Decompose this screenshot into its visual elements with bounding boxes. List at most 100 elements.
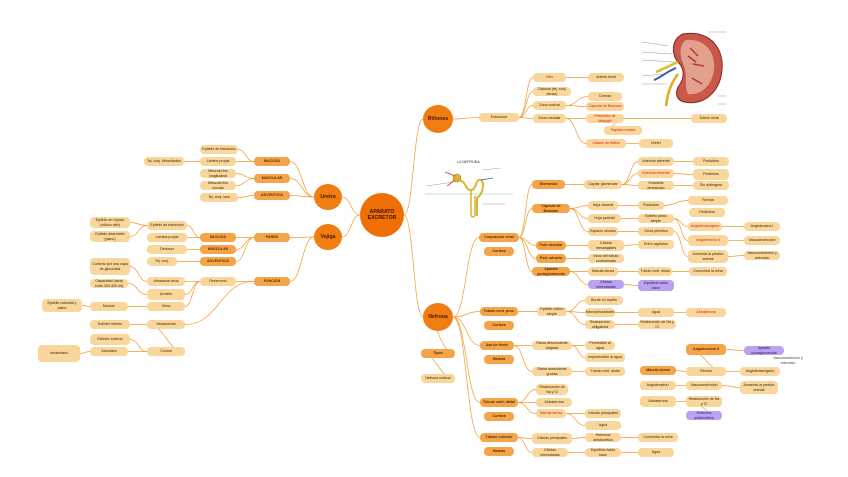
node-equilibrio[interactable]: Equilibrio ácido base: [585, 448, 621, 457]
node-uretra-fibro[interactable]: Tej. conj. fibroelástico: [144, 157, 184, 166]
node-corteza2[interactable]: Corteza: [484, 321, 514, 330]
node-reabsorcion-na1[interactable]: Reabsorción de Na y Cl: [638, 320, 676, 329]
node-yuxtaglomerular[interactable]: Aparato yuxtaglomerular: [532, 267, 570, 276]
node-calices[interactable]: Cálices de Bellini: [586, 139, 626, 148]
node-impermeable[interactable]: Impermeable al agua: [585, 353, 625, 362]
node-arteriola-eferente[interactable]: Arteriola eferente: [638, 169, 674, 178]
node-vejiga-distendido[interactable]: Epitelio distendido (plano): [90, 231, 130, 242]
node-reabsorcion-na[interactable]: Reabsorción de Na y Cl: [536, 384, 568, 395]
node-tubulo-colector[interactable]: Túbulo colector: [480, 433, 518, 442]
node-asa-henle[interactable]: Asa de Henle: [480, 341, 514, 350]
node-concentra[interactable]: Concentra la orina: [638, 433, 678, 442]
node-aldosterona[interactable]: Aldosterona: [536, 398, 572, 407]
node-celulas-intercaladas-top[interactable]: Células intercaladas: [588, 280, 624, 289]
node-vejiga-miccion[interactable]: Micción: [90, 302, 128, 311]
node-vejiga-funcion[interactable]: FUNCIÓN: [254, 277, 290, 286]
node-tubulo-distal-asa[interactable]: Túbulo cont. distal: [585, 367, 625, 376]
node-uretra-musculo-liso[interactable]: Músculo liso longitudinal: [200, 169, 236, 178]
node-vejiga-lamina[interactable]: Lámina propia: [147, 233, 187, 242]
node-aumenta-presion[interactable]: Aumenta la presión arterial: [688, 250, 728, 263]
node-orina-primitiva[interactable]: Orina primitiva: [638, 227, 674, 236]
node-adh[interactable]: Hormona antidiurética: [585, 433, 621, 442]
node-vejiga-adventicia[interactable]: ADVENTICIA: [200, 257, 236, 266]
node-vejiga-urotelio[interactable]: Urotelio: [147, 289, 185, 300]
node-vejiga-muscular[interactable]: MUSCULAR: [200, 245, 236, 254]
node-adh-cluster[interactable]: Hormona antidiurética: [686, 411, 722, 420]
node-hoja-visceral[interactable]: Hoja visceral: [588, 201, 618, 210]
node-tipos[interactable]: Tipos: [421, 349, 455, 358]
hub-uretra[interactable]: Uretra: [314, 184, 342, 210]
node-podocitos-top[interactable]: Podocitos: [693, 157, 729, 166]
node-uretra-lamina[interactable]: Lámina propia: [200, 157, 236, 166]
node-equilibrio-top[interactable]: Equilibrio ácido base: [638, 280, 674, 291]
node-pedicelos[interactable]: Pedicelos: [689, 208, 725, 217]
node-espacio-urinario[interactable]: Espacio urinario: [588, 227, 618, 236]
node-angiotensinogeno[interactable]: Angiotensinógeno: [688, 222, 722, 231]
node-vejiga-pared[interactable]: PARED: [254, 233, 290, 242]
node-vejiga-esf-ext[interactable]: Esfínter externo: [90, 334, 130, 345]
node-agua-colector[interactable]: Agua: [638, 448, 674, 457]
node-vejiga-reservorio[interactable]: Reservorio: [200, 277, 236, 286]
node-vejiga-epitelio-cub[interactable]: Epitelio cuboidal y plano: [42, 299, 82, 312]
node-ureter[interactable]: Uréter: [639, 139, 673, 148]
node-vejiga-tej[interactable]: Tej. conj.: [147, 257, 177, 266]
node-angiotensinogeno-cluster[interactable]: Angiotensinógeno: [740, 367, 780, 376]
node-corteza3[interactable]: Corteza: [484, 412, 514, 421]
node-tubulo-renal[interactable]: Tubulo renal: [691, 114, 727, 123]
node-angiotensina2[interactable]: Angiotensina II: [688, 235, 728, 246]
node-capsula-bowman-r[interactable]: Cápsula de Bowman: [586, 102, 624, 111]
node-papilas[interactable]: Papilas renales: [604, 126, 642, 135]
node-uretra-tej-conj[interactable]: Tej. conj. laxo: [200, 193, 238, 202]
node-zona-cortical[interactable]: Zona cortical: [533, 101, 566, 110]
node-endotelio[interactable]: Endotelio fenestrado: [638, 181, 674, 190]
node-rama-descendente[interactable]: Rama descendente delgada: [532, 341, 572, 350]
node-capsula-bowman[interactable]: Cápsula de Bowman: [532, 204, 570, 213]
node-vejiga-orina[interactable]: Orina: [147, 302, 185, 311]
hub-nefrona[interactable]: Nefrona: [423, 303, 453, 331]
node-sin-diafragma[interactable]: Sin diafragma: [693, 181, 729, 190]
node-uretra-mucosa[interactable]: MUCOSA: [254, 157, 290, 166]
node-capilar-glom[interactable]: Capilar glomerular: [584, 180, 622, 189]
node-corteza[interactable]: Corteza: [588, 92, 622, 101]
node-polo-vascular[interactable]: Polo vascular: [536, 241, 566, 250]
node-celulas-principales-d[interactable]: Células principales: [585, 409, 621, 418]
node-ppt-mineral[interactable]: Vasoconstricción y retención: [744, 251, 780, 260]
node-uretra-adventicia[interactable]: ADVENTICIA: [254, 191, 290, 200]
node-vejiga-involuntario[interactable]: Involuntario: [38, 345, 80, 362]
node-vejiga-control[interactable]: Control: [147, 347, 185, 356]
node-reabsorcion-top[interactable]: Túbulo cont. distal: [638, 267, 672, 276]
node-estructura[interactable]: Estructura: [479, 113, 519, 122]
node-hilio[interactable]: Hilio: [533, 73, 566, 82]
node-vejiga-detrusor[interactable]: Detrusor: [147, 245, 187, 254]
node-macula-cluster[interactable]: Mácula densa: [640, 366, 676, 375]
node-rama-ascendente[interactable]: Rama ascendente gruesa: [532, 367, 572, 376]
node-vejiga-cubierto[interactable]: Cubierto por una capa de glucocáliz: [90, 258, 130, 275]
node-permeable-agua[interactable]: Permeable al agua: [585, 341, 615, 350]
node-angio1-cluster[interactable]: Angiotensina I: [640, 381, 676, 390]
node-tipos-cortical[interactable]: Nefrona cortical: [421, 374, 455, 383]
node-polo-urinario[interactable]: Polo urinario: [536, 254, 566, 263]
node-epitelio-cubico[interactable]: Epitelio cúbico simple: [537, 307, 567, 316]
node-celulas-mesangiales[interactable]: Células mesangiales: [588, 240, 624, 251]
node-arteria-renal[interactable]: Arteria renal: [588, 73, 624, 82]
node-reabsorcion[interactable]: Reabsorción obligatoria: [585, 320, 615, 329]
node-vejiga-esf-int[interactable]: Esfínter interno: [90, 320, 130, 329]
node-medula[interactable]: Médula: [484, 355, 514, 364]
center-node[interactable]: APARATO EXCRETOR: [360, 193, 404, 237]
node-celulas-principales[interactable]: Células principales: [532, 433, 572, 444]
node-macula-distal[interactable]: Mácula densa: [536, 409, 566, 418]
node-aldosterona1[interactable]: Aldosterona: [686, 308, 726, 317]
node-corpusculo[interactable]: Corpúsculo renal: [479, 233, 519, 242]
node-yuxta-cluster[interactable]: Aparato yuxtaglomerular: [744, 346, 784, 355]
node-reabs-cluster[interactable]: Reabsorción de Na y Cl: [686, 396, 722, 407]
node-medula2[interactable]: Médula: [484, 447, 514, 456]
node-uretra-epitelio[interactable]: Epitelio de transición: [200, 145, 238, 154]
node-angiotensina1[interactable]: Angiotensina I: [744, 222, 780, 231]
node-uretra-muscular[interactable]: MUSCULAR: [254, 174, 290, 183]
node-concentra-top[interactable]: Concentra la orina: [689, 267, 727, 276]
node-agua1[interactable]: Agua: [638, 308, 674, 317]
node-capsula[interactable]: Cápsula (tej. conj. denso): [533, 87, 571, 96]
node-epitelio-plano[interactable]: Epitelio plano simple: [638, 214, 674, 223]
node-agua-d[interactable]: Agua: [585, 421, 621, 430]
node-hoja-parietal[interactable]: Hoja parietal: [588, 214, 621, 223]
